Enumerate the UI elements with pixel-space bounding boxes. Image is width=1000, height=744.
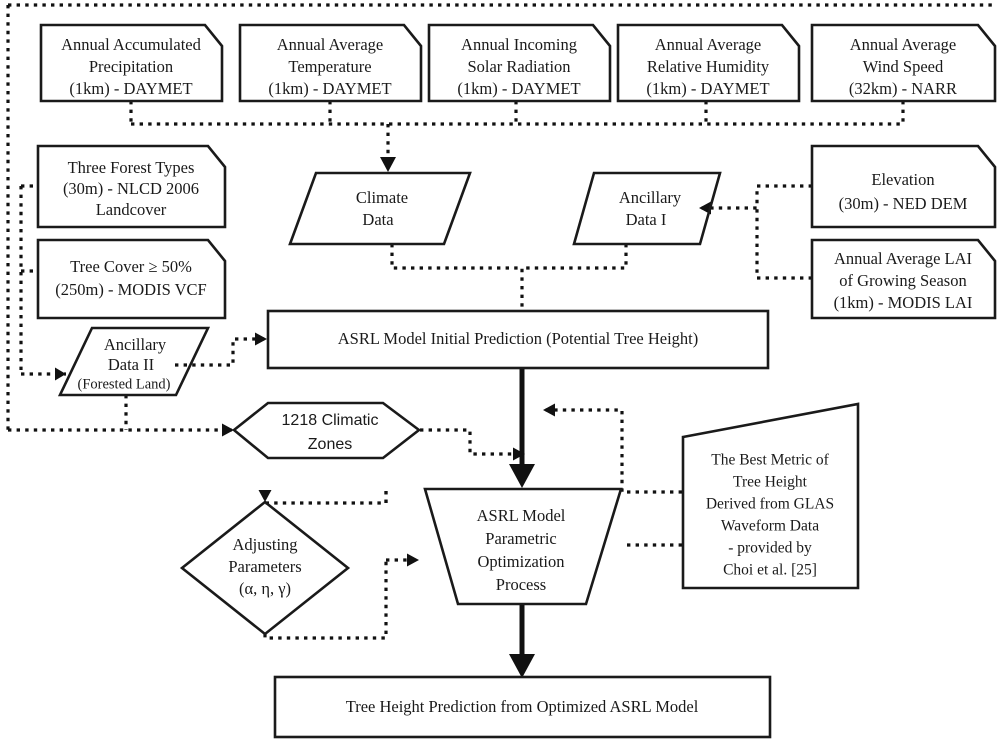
connector-lai-to-ancillary-i <box>755 208 812 280</box>
data-node-ancillary-i: Ancillary Data I <box>572 171 722 246</box>
input-box-tree-cover-line-2: (250m) - MODIS VCF <box>55 280 206 299</box>
process-optimization-line-3: Optimization <box>477 552 564 571</box>
arrowhead-ancillary-ii <box>55 367 66 381</box>
node-glas-reference-line-4: Waveform Data <box>721 518 819 535</box>
input-box-lai-line-1: Annual Average LAI <box>834 249 972 268</box>
node-adjusting-parameters-line-3: (α, η, γ) <box>239 579 291 598</box>
process-optimization-line-1: ASRL Model <box>477 506 566 525</box>
input-box-solar-line-2: Solar Radiation <box>467 57 570 76</box>
data-node-ancillary-ii-line-3: (Forested Land) <box>77 376 170 392</box>
main-flow-arrows <box>380 124 535 678</box>
input-box-temp: Annual Average Temperature (1km) - DAYME… <box>238 23 423 103</box>
process-initial-prediction-label: ASRL Model Initial Prediction (Potential… <box>338 329 699 348</box>
data-node-ancillary-ii-line-1: Ancillary <box>104 335 167 354</box>
input-box-humidity: Annual Average Relative Humidity (1km) -… <box>616 23 801 103</box>
input-box-precip: Annual Accumulated Precipitation (1km) -… <box>39 23 224 103</box>
connector-layer <box>6 3 992 640</box>
input-box-elevation-line-1: Elevation <box>871 170 934 189</box>
input-box-humidity-line-3: (1km) - DAYMET <box>646 79 769 98</box>
node-glas-reference-line-5: - provided by <box>728 540 812 557</box>
input-box-temp-line-3: (1km) - DAYMET <box>268 79 391 98</box>
connector-zones-to-optimization <box>420 428 524 456</box>
connector-params-back-down <box>263 560 388 640</box>
node-adjusting-parameters-line-1: Adjusting <box>232 535 297 554</box>
input-box-tree-cover-line-1: Tree Cover ≥ 50% <box>70 257 192 276</box>
input-box-solar-line-1: Annual Incoming <box>461 35 577 54</box>
data-node-climate-data-line-1: Climate <box>356 188 408 207</box>
arrowhead-optimization-zones <box>513 447 525 461</box>
input-box-solar: Annual Incoming Solar Radiation (1km) - … <box>427 23 612 103</box>
input-box-tree-cover: Tree Cover ≥ 50% (250m) - MODIS VCF <box>36 238 227 320</box>
input-box-precip-line-1: Annual Accumulated <box>61 35 202 54</box>
data-node-climate-data: Climate Data <box>288 171 472 246</box>
input-box-lai-line-2: of Growing Season <box>839 271 966 290</box>
data-node-ancillary-i-line-1: Ancillary <box>619 188 682 207</box>
data-node-climate-data-line-2: Data <box>362 210 394 229</box>
process-final-output-label: Tree Height Prediction from Optimized AS… <box>346 697 699 716</box>
node-adjusting-parameters: Adjusting Parameters (α, η, γ) <box>179 500 351 636</box>
input-box-elevation-line-2: (30m) - NED DEM <box>839 194 968 213</box>
arrowhead-initial-right <box>543 403 555 417</box>
connector-glas-to-initial <box>544 408 682 494</box>
input-box-solar-line-3: (1km) - DAYMET <box>457 79 580 98</box>
process-optimization-line-4: Process <box>496 575 546 594</box>
node-glas-reference-line-2: Tree Height <box>733 474 808 491</box>
data-node-ancillary-i-line-2: Data I <box>626 210 667 229</box>
connector-ancillary-i-down <box>522 244 628 270</box>
connector-elevation-to-ancillary-i <box>700 184 812 210</box>
input-box-forest-types-line-1: Three Forest Types <box>68 158 195 177</box>
input-box-wind-line-3: (32km) - NARR <box>849 79 957 98</box>
input-box-elevation: Elevation (30m) - NED DEM <box>810 144 997 229</box>
data-node-ancillary-ii: Ancillary Data II (Forested Land) <box>57 326 211 397</box>
connector-climate-to-initial <box>390 244 524 311</box>
node-climatic-zones-line-2: Zones <box>308 436 352 453</box>
input-box-forest-types-line-3: Landcover <box>96 200 167 219</box>
input-box-wind: Annual Average Wind Speed (32km) - NARR <box>810 23 997 103</box>
arrowhead-optimization-params <box>407 553 419 567</box>
data-node-ancillary-ii-line-2: Data II <box>108 355 154 374</box>
input-box-wind-line-1: Annual Average <box>850 35 956 54</box>
arrowhead-optimization-top <box>509 464 535 488</box>
input-box-temp-line-2: Temperature <box>288 57 371 76</box>
node-glas-reference-line-1: The Best Metric of <box>711 452 829 469</box>
input-box-precip-line-2: Precipitation <box>89 57 173 76</box>
node-glas-reference-line-3: Derived from GLAS <box>706 496 834 513</box>
arrowhead-final-output <box>509 654 535 678</box>
node-climatic-zones-line-1: 1218 Climatic <box>282 412 379 429</box>
input-box-precip-line-3: (1km) - DAYMET <box>69 79 192 98</box>
input-box-forest-types-line-2: (30m) - NLCD 2006 <box>63 179 199 198</box>
arrowhead-zones <box>222 423 234 437</box>
node-climatic-zones: 1218 Climatic Zones <box>231 401 422 460</box>
process-optimization: ASRL Model Parametric Optimization Proce… <box>423 487 623 606</box>
node-glas-reference: The Best Metric of Tree Height Derived f… <box>681 402 860 590</box>
process-optimization-line-2: Parametric <box>485 529 556 548</box>
node-adjusting-parameters-line-2: Parameters <box>228 557 301 576</box>
input-box-wind-line-2: Wind Speed <box>863 57 944 76</box>
arrowhead-climate-data <box>380 157 396 172</box>
node-glas-reference-line-6: Choi et al. [25] <box>723 562 817 579</box>
arrowhead-params-top <box>258 490 272 502</box>
input-box-humidity-line-1: Annual Average <box>655 35 761 54</box>
arrowhead-initial-left <box>255 332 267 346</box>
input-box-lai-line-3: (1km) - MODIS LAI <box>834 293 973 312</box>
process-initial-prediction: ASRL Model Initial Prediction (Potential… <box>266 309 770 370</box>
connector-ancillary-ii-to-initial <box>175 337 266 367</box>
input-box-lai: Annual Average LAI of Growing Season (1k… <box>810 238 997 320</box>
input-box-forest-types: Three Forest Types (30m) - NLCD 2006 Lan… <box>36 144 227 229</box>
connector-optimization-to-params <box>263 491 388 505</box>
process-final-output: Tree Height Prediction from Optimized AS… <box>273 675 772 739</box>
input-box-humidity-line-2: Relative Humidity <box>647 57 770 76</box>
input-box-temp-line-1: Annual Average <box>277 35 383 54</box>
